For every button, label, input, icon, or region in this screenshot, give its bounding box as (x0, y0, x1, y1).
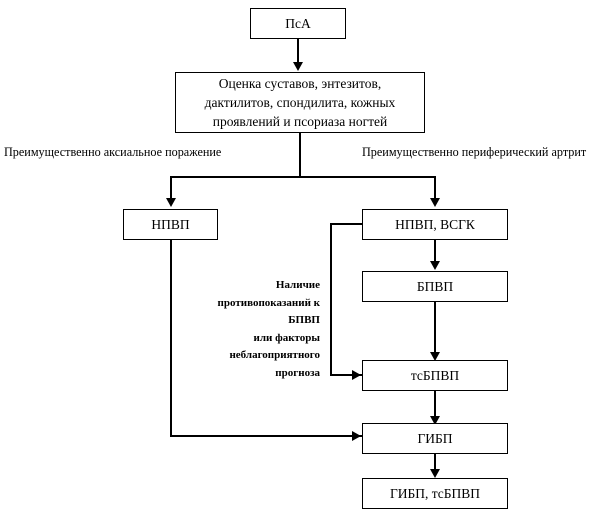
node-biologic-ts-dmard: ГИБП, тсБПВП (362, 478, 508, 509)
connector-psa-to-assessment-line (297, 39, 299, 64)
branch-label-peripheral: Преимущественно периферический артрит (362, 145, 587, 159)
bypass-condition-note: Наличие противопоказаний к БПВП или факт… (217, 279, 320, 379)
bypass-to-tsdmard-arrow (352, 370, 361, 380)
connector-psa-to-assessment-arrow (293, 62, 303, 71)
node-nsaid-gc: НПВП, ВСГК (362, 209, 508, 240)
split-right-drop-line (434, 176, 436, 200)
connector-nsaid-axial-down-line (170, 240, 172, 437)
node-nsaid-axial: НПВП (123, 209, 218, 240)
connector-biologic-to-biologic-ts-arrow (430, 469, 440, 478)
node-biologic: ГИБП (362, 423, 508, 454)
bypass-top-line (330, 223, 363, 225)
split-right-arrow (430, 198, 440, 207)
connector-nsaidgc-to-dmard-arrow (430, 261, 440, 270)
node-assessment: Оценка суставов, энтезитов, дактилитов, … (175, 72, 425, 133)
bypass-vertical-line (330, 223, 332, 376)
connector-dmard-to-tsdmard-arrow (430, 352, 440, 361)
connector-nsaidgc-to-dmard-line (434, 240, 436, 264)
bypass-to-tsdmard-line (330, 374, 363, 376)
connector-dmard-to-tsdmard-line (434, 302, 436, 356)
connector-tsdmard-to-biologic-line (434, 391, 436, 420)
branch-label-axial: Преимущественно аксиальное поражение (4, 145, 222, 159)
connector-tsdmard-to-biologic-arrow (430, 416, 440, 425)
split-crossbar-line (170, 176, 435, 178)
split-left-drop-line (170, 176, 172, 200)
connector-biologic-to-biologic-ts-line (434, 454, 436, 473)
node-ts-dmard: тсБПВП (362, 360, 508, 391)
connector-nsaid-axial-to-biologic-arrow (352, 431, 361, 441)
node-psa: ПсА (250, 8, 346, 39)
connector-nsaid-axial-to-biologic-line (170, 435, 363, 437)
split-left-arrow (166, 198, 176, 207)
node-dmard: БПВП (362, 271, 508, 302)
split-stem-line (299, 133, 301, 178)
